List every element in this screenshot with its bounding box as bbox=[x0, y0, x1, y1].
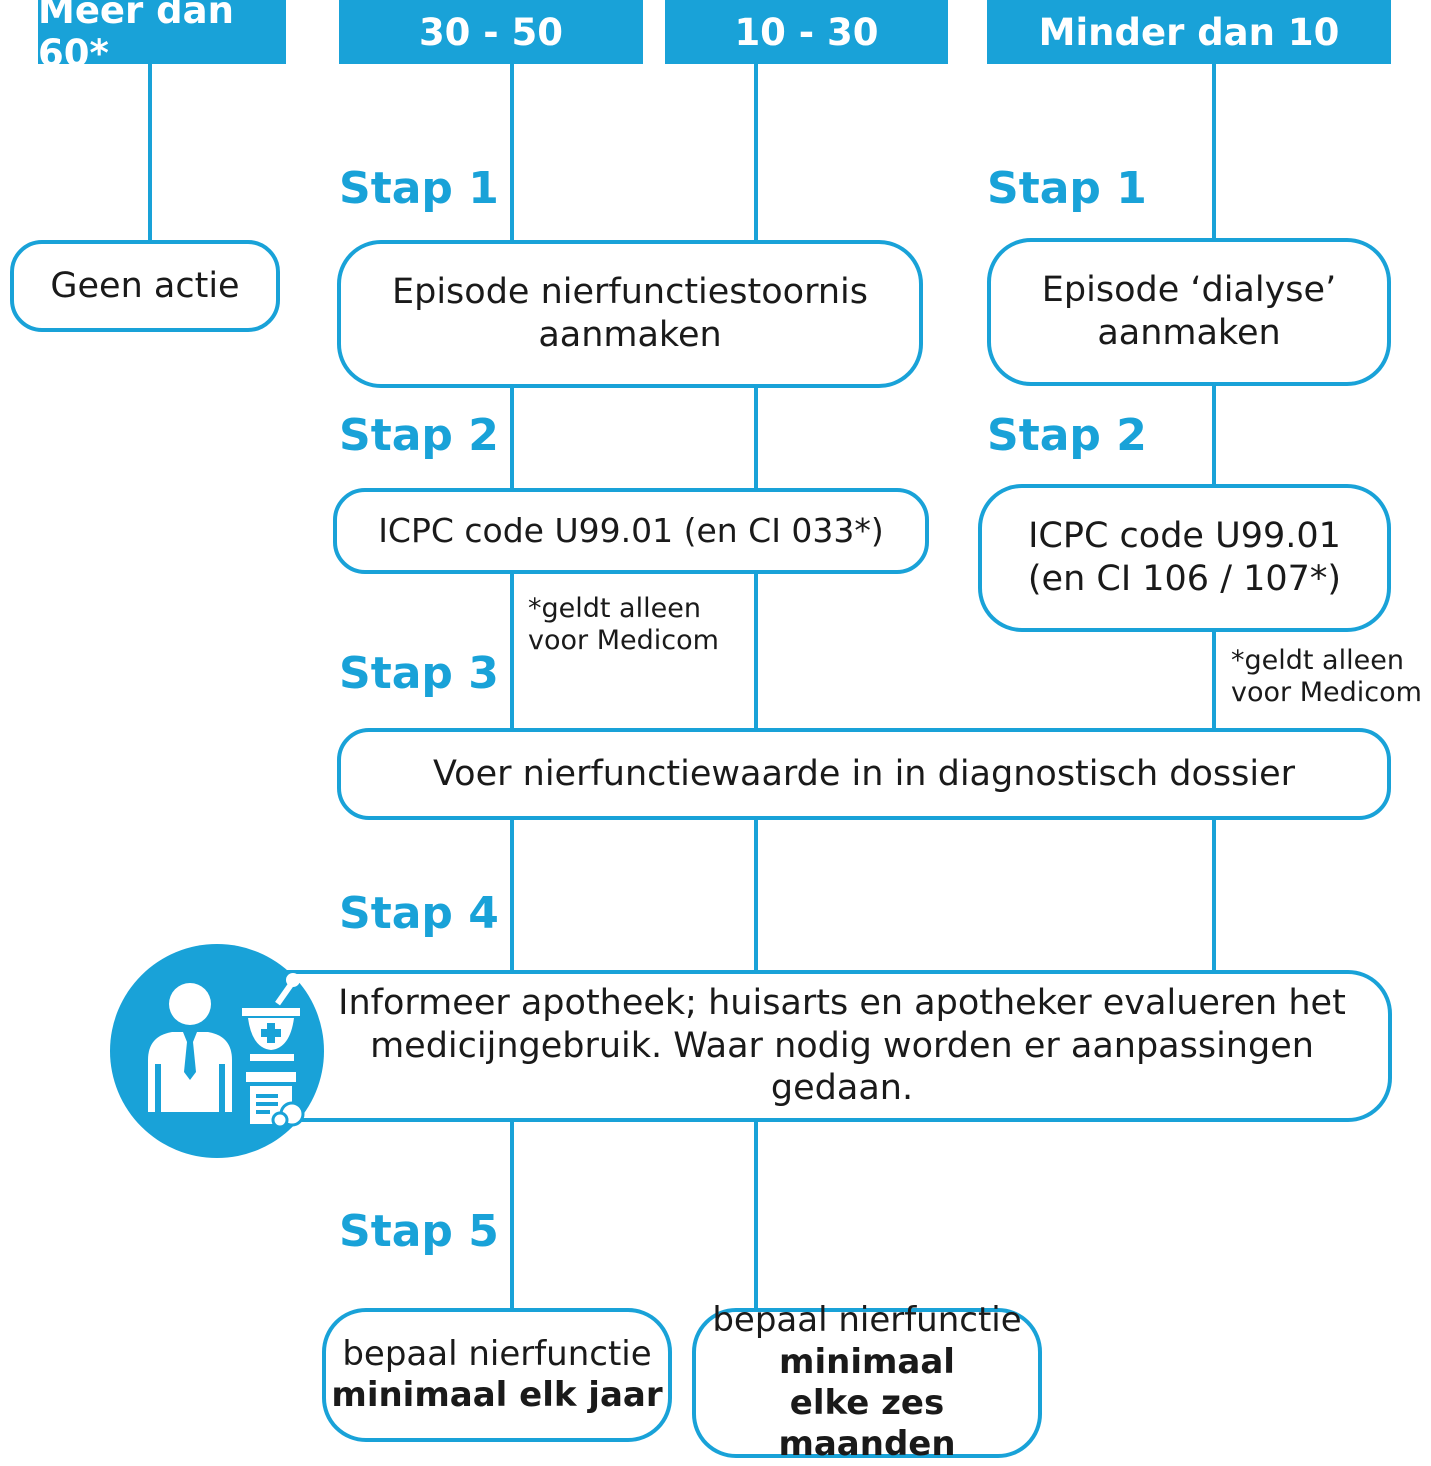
box-text-line-bold: minimaal bbox=[779, 1341, 955, 1382]
bepaal-elk-jaar-box: bepaal nierfunctie minimaal elk jaar bbox=[322, 1308, 672, 1442]
note-line: voor Medicom bbox=[1231, 677, 1422, 709]
step-4-label: Stap 4 bbox=[339, 888, 499, 939]
box-text-line: Episode ‘dialyse’ bbox=[1041, 270, 1337, 311]
box-text-line: aanmaken bbox=[538, 315, 722, 355]
note-line: *geldt alleen bbox=[1231, 645, 1404, 676]
episode-nierfunctiestoornis-box: Episode nierfunctiestoornis aanmaken bbox=[337, 240, 923, 388]
box-text-line: medicijngebruik. Waar nodig worden er aa… bbox=[370, 1025, 1314, 1109]
medicom-note-left: *geldt alleen voor Medicom bbox=[528, 593, 719, 658]
geen-actie-box: Geen actie bbox=[10, 240, 280, 332]
medicom-note-right: *geldt alleen voor Medicom bbox=[1231, 645, 1422, 710]
header-meer-dan-60: Meer dan 60* bbox=[38, 0, 286, 75]
box-text-line-bold: minimaal elk jaar bbox=[331, 1375, 663, 1415]
episode-dialyse-box: Episode ‘dialyse’ aanmaken bbox=[987, 238, 1391, 386]
note-line: *geldt alleen bbox=[528, 593, 701, 624]
pharmacist-icon bbox=[110, 944, 324, 1158]
header-label: Meer dan 60* bbox=[38, 0, 234, 75]
step-1-right-label: Stap 1 bbox=[987, 163, 1147, 214]
header-label: 10 - 30 bbox=[734, 10, 879, 54]
informeer-apotheek-box: Informeer apotheek; huisarts en apotheke… bbox=[222, 970, 1392, 1122]
header-minder-dan-10: Minder dan 10 bbox=[987, 0, 1391, 64]
box-text-line: (en CI 106 / 107*) bbox=[1027, 559, 1342, 599]
header-label: 30 - 50 bbox=[418, 10, 564, 54]
box-text-line: bepaal nierfunctie bbox=[342, 1333, 652, 1374]
step-2-right-label: Stap 2 bbox=[987, 410, 1147, 461]
box-text: Voer nierfunctiewaarde in in diagnostisc… bbox=[432, 753, 1296, 794]
header-label: Minder dan 10 bbox=[1038, 10, 1340, 54]
box-text: Geen actie bbox=[50, 265, 240, 306]
step-2-left-label: Stap 2 bbox=[339, 410, 499, 461]
icpc-code-right-box: ICPC code U99.01 (en CI 106 / 107*) bbox=[978, 484, 1391, 632]
bepaal-zes-maanden-box: bepaal nierfunctie minimaal elke zes maa… bbox=[692, 1300, 1042, 1464]
box-text-line: aanmaken bbox=[1097, 313, 1281, 353]
box-text-line: Informeer apotheek; huisarts en apotheke… bbox=[338, 982, 1346, 1023]
step-5-label: Stap 5 bbox=[339, 1206, 499, 1257]
box-text: ICPC code U99.01 (en CI 033*) bbox=[378, 510, 884, 550]
step-3-label: Stap 3 bbox=[339, 648, 499, 699]
header-10-30: 10 - 30 bbox=[665, 0, 948, 64]
voer-nierfunctiewaarde-box: Voer nierfunctiewaarde in in diagnostisc… bbox=[337, 728, 1391, 820]
header-30-50: 30 - 50 bbox=[339, 0, 643, 64]
step-1-left-label: Stap 1 bbox=[339, 163, 499, 214]
box-text-line: bepaal nierfunctie bbox=[712, 1300, 1022, 1341]
box-text-line-bold: elke zes maanden bbox=[778, 1383, 956, 1465]
box-text-line: ICPC code U99.01 bbox=[1028, 516, 1341, 557]
icpc-code-left-box: ICPC code U99.01 (en CI 033*) bbox=[333, 488, 929, 574]
box-text-line: Episode nierfunctiestoornis bbox=[391, 272, 869, 313]
note-line: voor Medicom bbox=[528, 625, 719, 657]
